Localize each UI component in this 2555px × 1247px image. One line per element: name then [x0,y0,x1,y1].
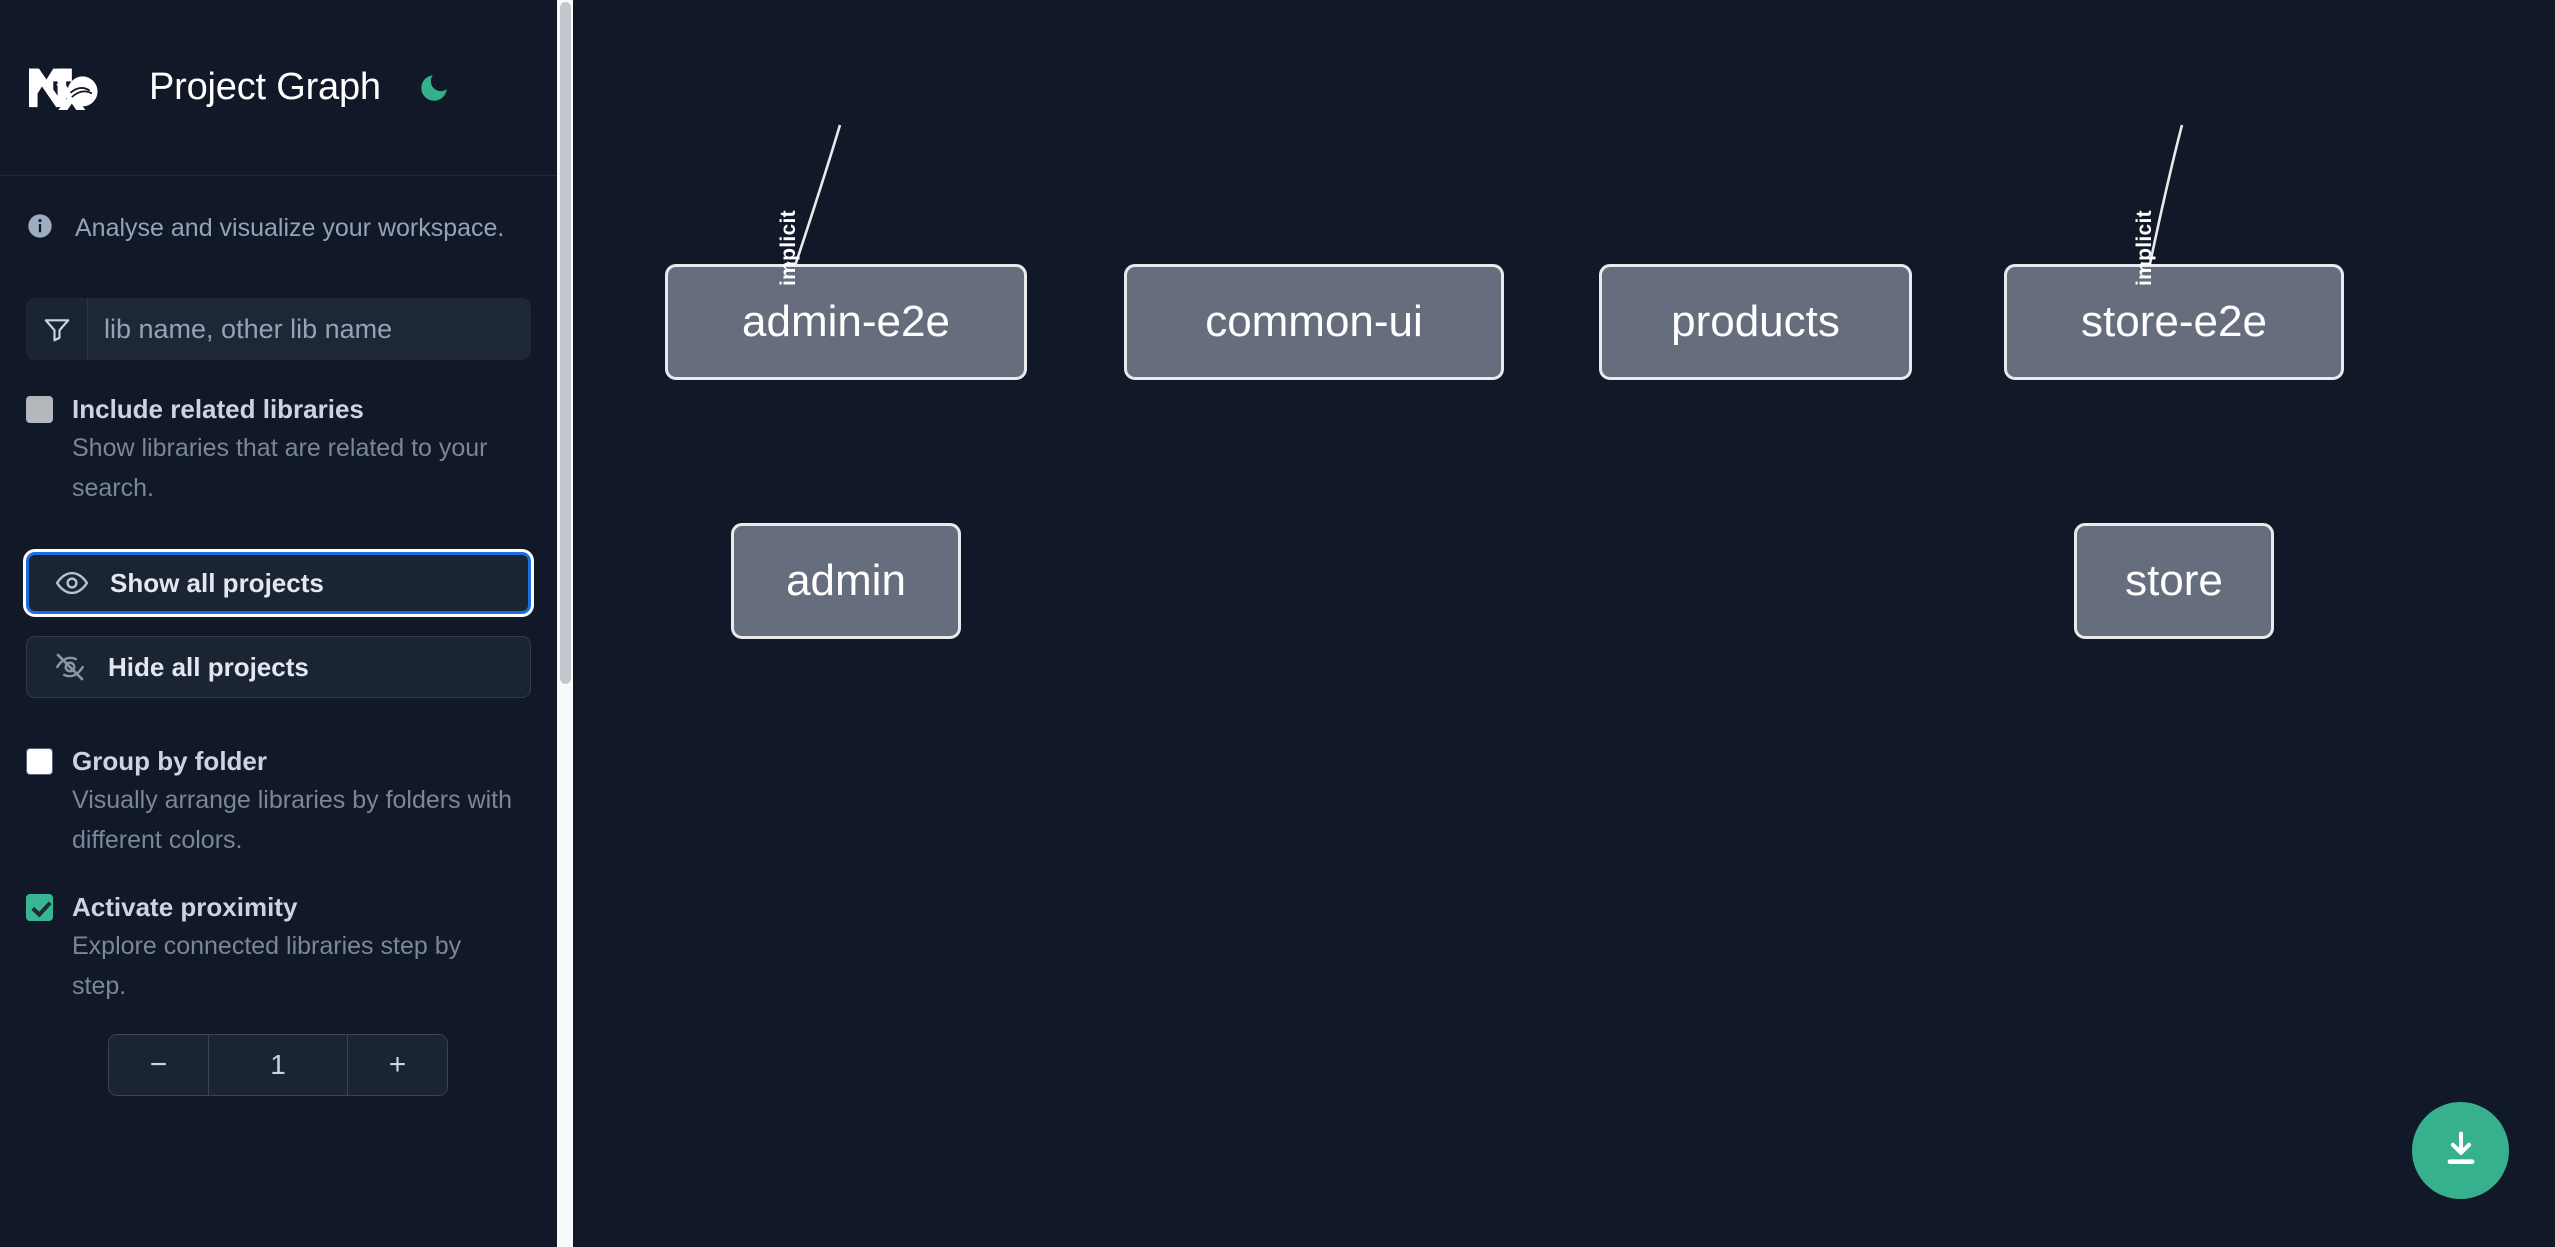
sidebar-scrollbar-thumb[interactable] [560,2,571,684]
edge-label-store-implicit: implicit [2133,210,2156,286]
node-label: store-e2e [2081,297,2267,346]
checkbox-activate-proximity[interactable] [26,894,53,921]
node-label: admin [786,556,906,605]
graph-node-common-ui[interactable]: common-ui [1124,264,1504,380]
info-text: Analyse and visualize your workspace. [75,214,505,242]
option-title: Group by folder [72,746,267,776]
show-all-projects-label: Show all projects [110,567,324,598]
hide-all-projects-button[interactable]: Hide all projects [26,636,531,698]
node-label: admin-e2e [742,297,950,346]
node-label: common-ui [1205,297,1423,346]
checkbox-group-by-folder[interactable] [26,748,53,775]
info-circle-icon [26,212,54,245]
option-title: Activate proximity [72,892,298,922]
download-graph-button[interactable] [2412,1102,2509,1199]
graph-node-store-e2e[interactable]: store-e2e [2004,264,2344,380]
page-title: Project Graph [149,66,381,108]
nx-logo [26,60,112,115]
search-field[interactable] [26,298,531,360]
info-banner: Analyse and visualize your workspace. [0,176,557,245]
proximity-stepper: − 1 + [108,1034,448,1096]
graph-node-admin[interactable]: admin [731,523,961,639]
option-include-related-libraries: Include related libraries Show libraries… [0,390,557,508]
eye-icon [55,566,89,600]
proximity-value: 1 [209,1035,347,1095]
node-label: products [1671,297,1840,346]
graph-node-store[interactable]: store [2074,523,2274,639]
filter-funnel-icon [26,298,88,360]
edge-label-admin-implicit: implicit [777,210,800,286]
sidebar: Project Graph Analyse and visualize your… [0,0,557,1247]
download-icon [2438,1126,2484,1175]
moon-icon[interactable] [417,71,451,105]
option-group-by-folder: Group by folder Visually arrange librari… [0,742,557,860]
option-activate-proximity: Activate proximity Explore connected lib… [0,888,557,1006]
checkbox-include-related-libraries[interactable] [26,396,53,423]
hide-all-projects-label: Hide all projects [108,651,309,682]
graph-canvas[interactable]: admin-e2e common-ui products store-e2e a… [557,0,2555,1247]
graph-node-admin-e2e[interactable]: admin-e2e [665,264,1027,380]
option-description: Explore connected libraries step by step… [72,932,462,1000]
graph-node-products[interactable]: products [1599,264,1912,380]
eye-off-icon [53,650,87,684]
option-title: Include related libraries [72,394,364,424]
node-label: store [2125,556,2223,605]
search-input[interactable] [88,298,531,360]
proximity-increment-button[interactable]: + [347,1035,447,1095]
sidebar-scrollbar-track[interactable] [557,0,573,1247]
option-description: Show libraries that are related to your … [72,434,488,502]
proximity-decrement-button[interactable]: − [109,1035,209,1095]
sidebar-header: Project Graph [0,0,557,176]
option-description: Visually arrange libraries by folders wi… [72,786,513,854]
show-all-projects-button[interactable]: Show all projects [26,552,531,614]
